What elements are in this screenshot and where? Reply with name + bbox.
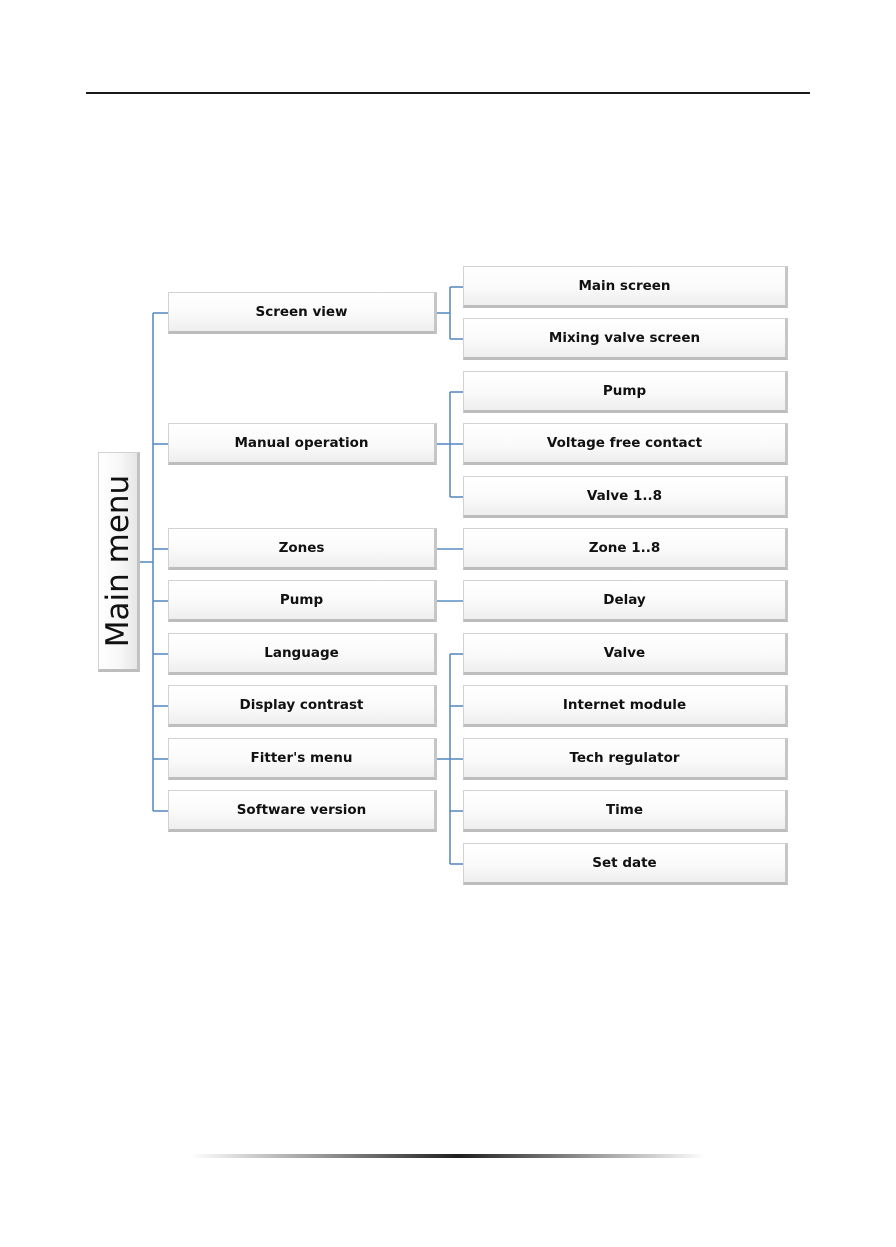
- node-tech-regulator: Tech regulator: [463, 738, 788, 780]
- node-fitters-menu: Fitter's menu: [168, 738, 437, 780]
- node-time: Time: [463, 790, 788, 832]
- node-main-screen: Main screen: [463, 266, 788, 308]
- node-mixing-valve-screen: Mixing valve screen: [463, 318, 788, 360]
- node-valve-1-8: Valve 1..8: [463, 476, 788, 518]
- node-manual-operation: Manual operation: [168, 423, 437, 465]
- main-menu-node: Main menu: [98, 452, 140, 672]
- node-zones: Zones: [168, 528, 437, 570]
- node-set-date: Set date: [463, 843, 788, 885]
- node-internet-module: Internet module: [463, 685, 788, 727]
- node-delay: Delay: [463, 580, 788, 622]
- node-valve: Valve: [463, 633, 788, 675]
- node-software-version: Software version: [168, 790, 437, 832]
- footer-rule: [190, 1154, 706, 1158]
- node-pump: Pump: [168, 580, 437, 622]
- node-language: Language: [168, 633, 437, 675]
- node-display-contrast: Display contrast: [168, 685, 437, 727]
- main-menu-label: Main menu: [100, 475, 136, 647]
- node-voltage-free-contact: Voltage free contact: [463, 423, 788, 465]
- node-pump-manual: Pump: [463, 371, 788, 413]
- node-screen-view: Screen view: [168, 292, 437, 334]
- node-zone-1-8: Zone 1..8: [463, 528, 788, 570]
